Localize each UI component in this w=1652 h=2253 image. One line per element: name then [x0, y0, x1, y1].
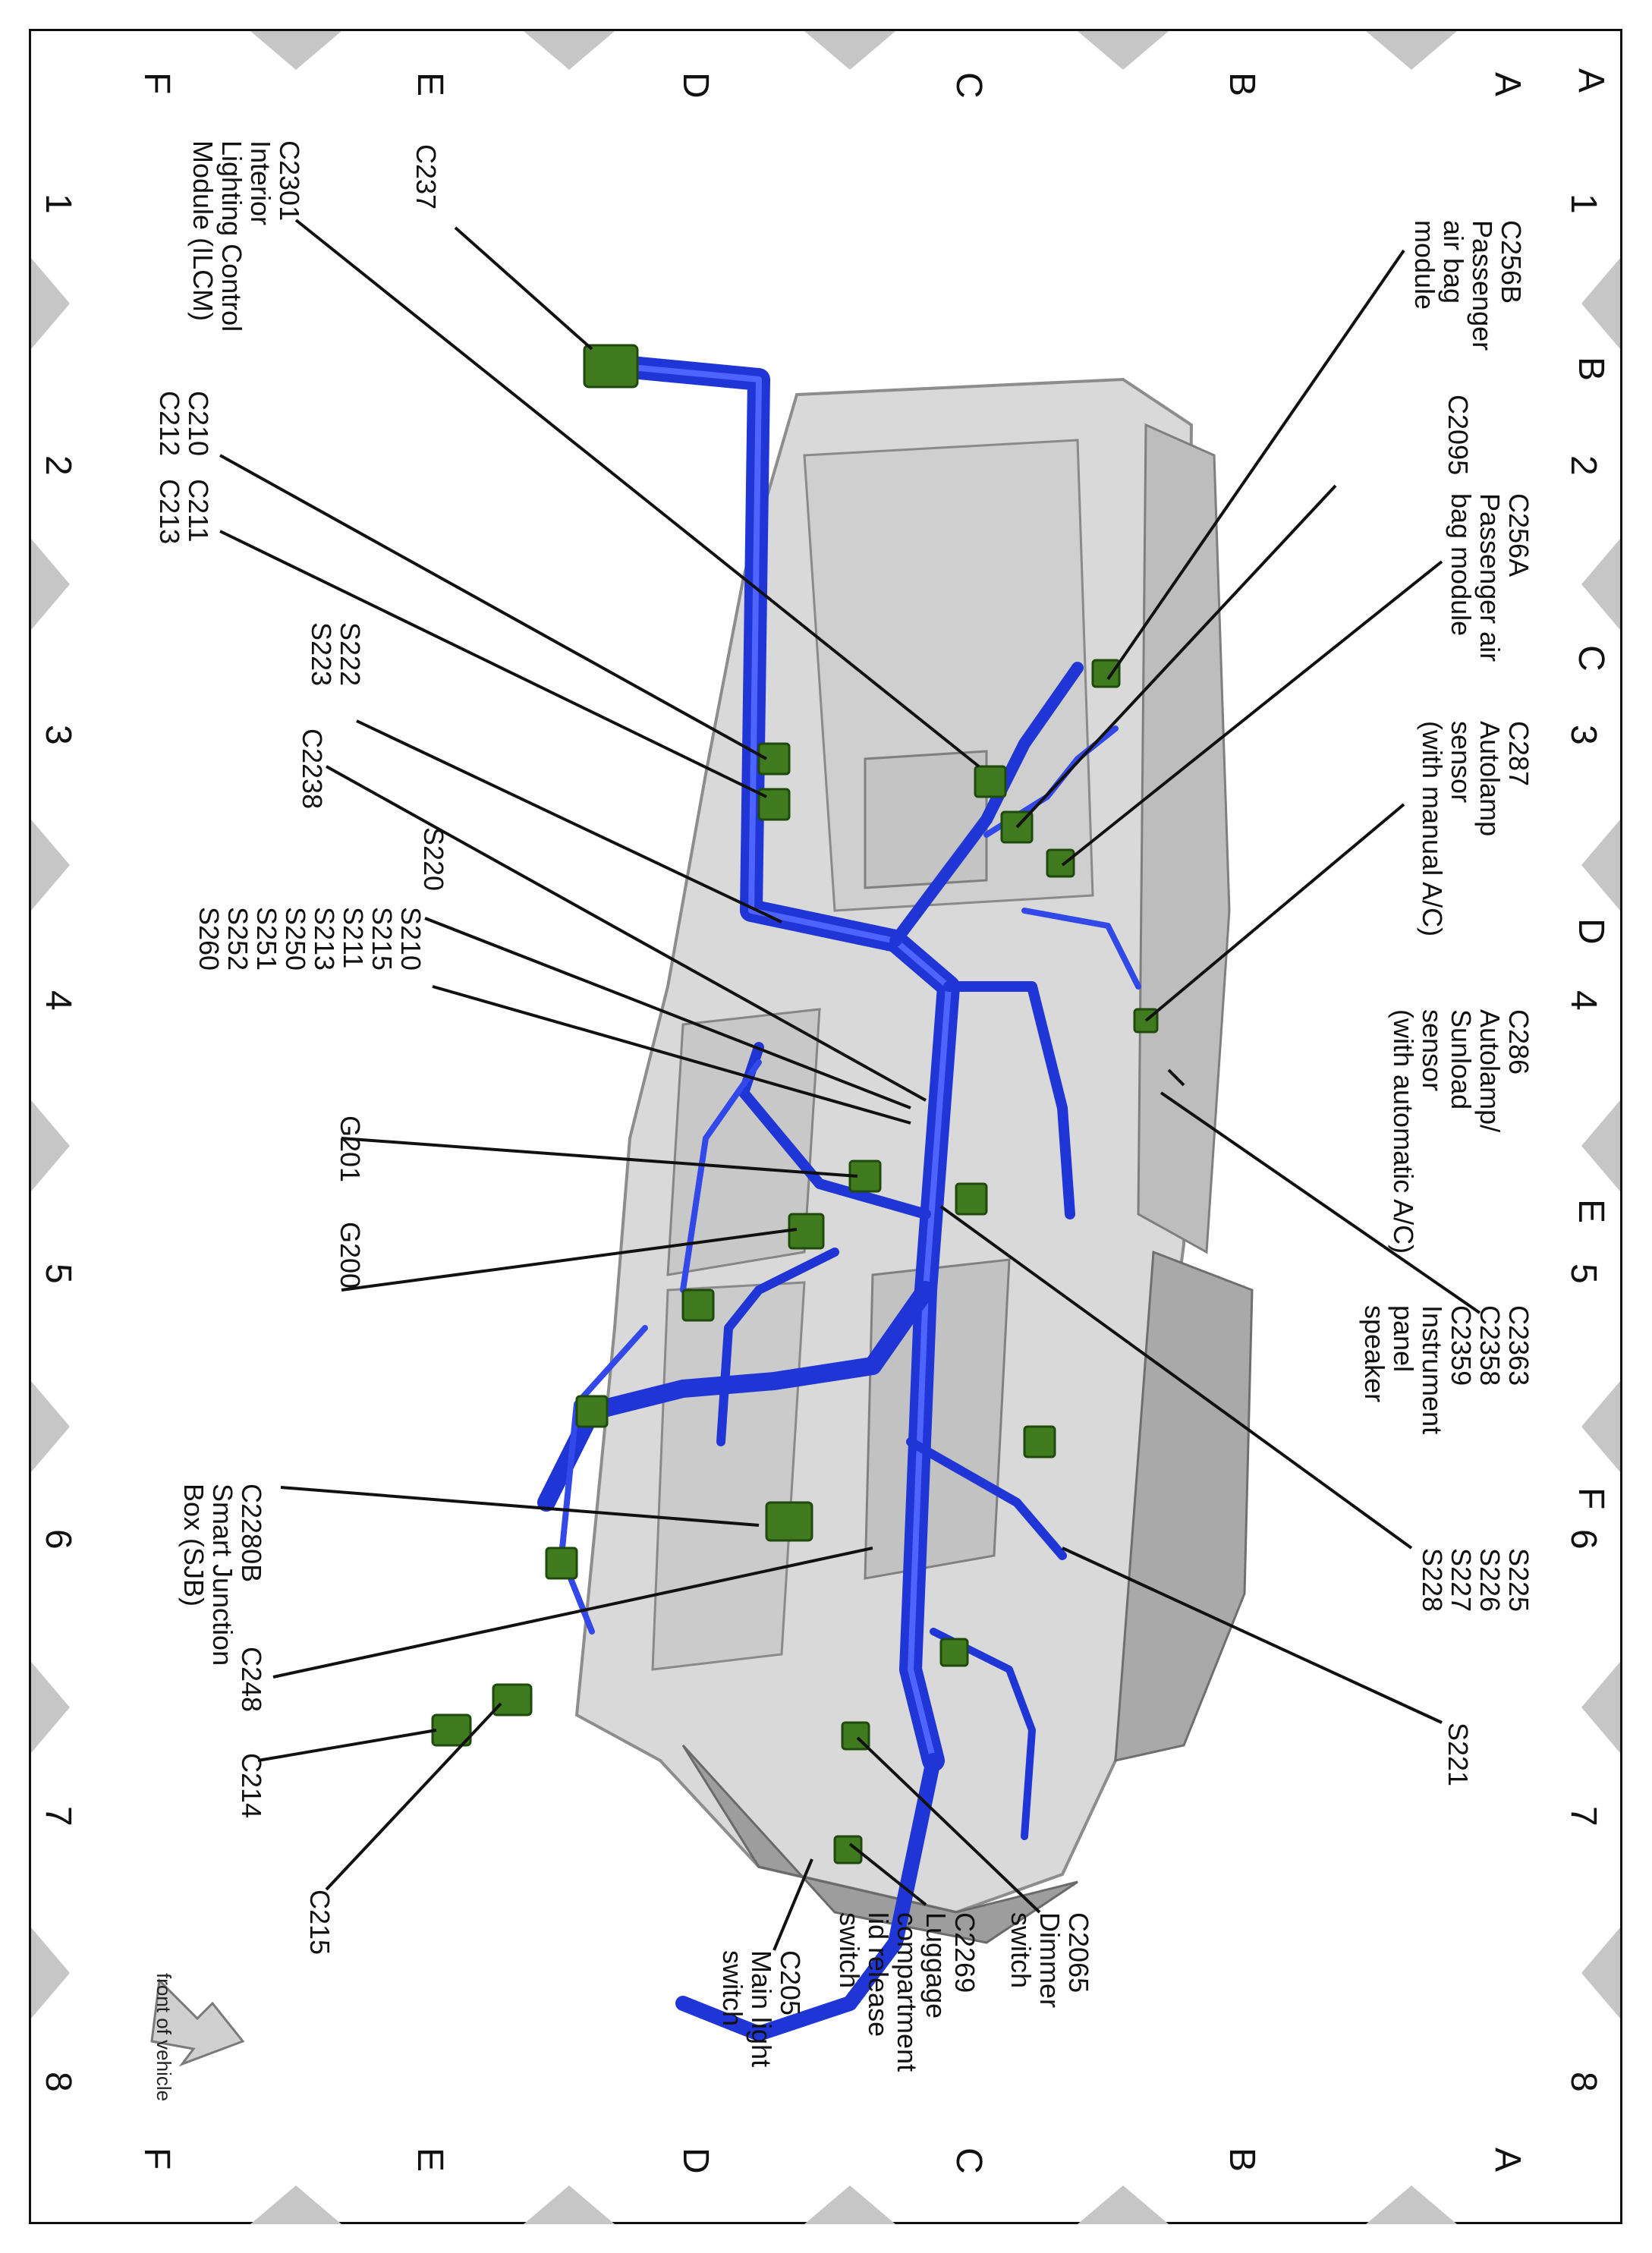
grid-column-label-1-left: 1 [38, 194, 78, 214]
grid-column-label-2-left: 2 [38, 455, 78, 476]
callout-c2065: C2065 Dimmer switch [1005, 1912, 1094, 2008]
grid-column-label-3: 3 [1563, 725, 1603, 745]
callout-s225: S225 S226 S227 S228 [1417, 1548, 1534, 1613]
grid-column-label-8-left: 8 [38, 2072, 78, 2092]
callout-c2095: C2095 [1443, 395, 1474, 476]
grid-column-label-5-left: 5 [38, 1263, 78, 1284]
grid-row-label-b-top: E [1571, 1199, 1611, 1224]
callout-g201: G201 [335, 1115, 366, 1183]
grid-column-label-5: 5 [1563, 1263, 1603, 1284]
callout-c214: C214 [236, 1753, 267, 1819]
front-of-vehicle-arrow [150, 1978, 245, 2067]
grid-column-label-7-left: 7 [38, 1806, 78, 1827]
grid-row-label-d-bottom: D [675, 2148, 716, 2174]
callout-c248: C248 [236, 1647, 267, 1713]
grid-row-label-f-bottom: F [137, 2148, 177, 2170]
callout-s210-s260: S210 S215 S211 S213 S250 S251 S252 S260 [194, 907, 426, 971]
callout-c210-c213: C210 C211 C212 C213 [154, 391, 214, 545]
grid-row-label-e-bottom: E [410, 2148, 450, 2173]
callout-c2301: C2301 Interior Lighting Control Module (… [187, 140, 305, 332]
front-of-vehicle-label: front of vehicle [153, 1973, 175, 2102]
grid-row-label-c: C [949, 72, 989, 99]
grid-column-label-1: 1 [1563, 194, 1603, 214]
callout-c215: C215 [304, 1890, 335, 1956]
callout-c256b: C256B Passenger air bag module [1409, 220, 1527, 351]
grid-column-label-3-left: 3 [38, 725, 78, 745]
callout-c2238: C2238 [297, 728, 328, 810]
grid-column-label-4-left: 4 [38, 990, 78, 1011]
grid-row-label-d: D [675, 72, 716, 99]
grid-column-label-7: 7 [1563, 1806, 1603, 1827]
grid-row-label-f-top: A [1571, 68, 1611, 93]
callout-s220: S220 [418, 827, 449, 892]
grid-row-label-c-top: D [1571, 918, 1611, 945]
grid-row-label-e-top: B [1571, 357, 1611, 382]
grid-column-label-2: 2 [1563, 455, 1603, 476]
grid-row-label-f: F [137, 72, 177, 95]
callout-c2363: C2363 C2358 C2359 Instrument panel speak… [1359, 1305, 1534, 1435]
grid-markers [31, 31, 1620, 2224]
grid-column-label-6-left: 6 [38, 1529, 78, 1550]
grid-column-label-4: 4 [1563, 990, 1603, 1011]
grid-row-label-b-bottom: B [1222, 2148, 1262, 2173]
grid-row-label-a-top: F [1571, 1487, 1611, 1510]
callout-c237: C237 [411, 144, 442, 210]
grid-row-label-b: B [1222, 72, 1262, 97]
grid-row-label-d-top: C [1571, 645, 1611, 672]
callout-c256a: C256A Passenger air bag module [1446, 493, 1534, 662]
grid-row-label-c-bottom: C [949, 2148, 989, 2174]
callout-c2280b: C2280B Smart Junction Box (SJB) [178, 1484, 267, 1666]
callout-g200: G200 [335, 1222, 366, 1289]
grid-row-label-a-bottom: A [1487, 2148, 1528, 2173]
callout-c205: C205 Main light switch [717, 1950, 806, 2068]
grid-column-label-8: 8 [1563, 2072, 1603, 2092]
callout-s221: S221 [1443, 1723, 1474, 1787]
leader-lines [219, 219, 1481, 1951]
grid-row-label-e: E [410, 72, 450, 97]
wiring-harness [537, 353, 1141, 2041]
callout-c2269: C2269 Luggage compartment lid release sw… [834, 1912, 980, 2072]
grid-column-label-6: 6 [1563, 1529, 1603, 1550]
callout-s222-s223: S222 S223 [306, 622, 366, 687]
grid-row-label-a: A [1487, 72, 1528, 97]
callout-c287: C287 Autolamp sensor (with manual A/C) [1417, 721, 1534, 937]
callout-c286: C286 Autolamp/ Sunload sensor (with auto… [1388, 1009, 1534, 1254]
